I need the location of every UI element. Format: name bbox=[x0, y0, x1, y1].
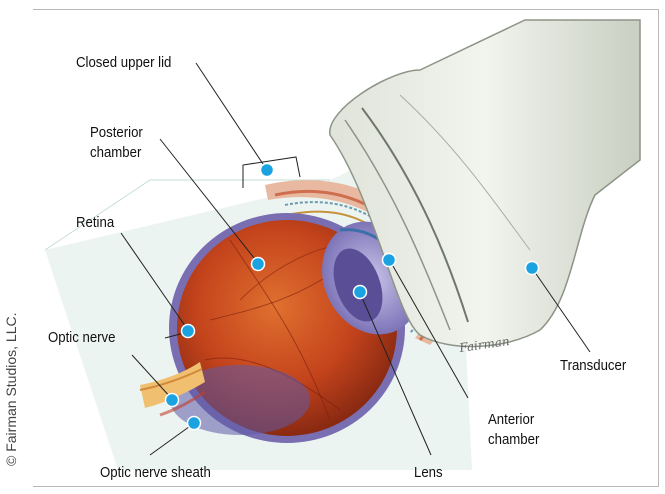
label-anterior-chamber-line2: chamber bbox=[488, 430, 539, 449]
marker-closed-upper-lid bbox=[261, 164, 274, 177]
label-posterior-chamber-line1: Posterior bbox=[90, 123, 143, 142]
marker-optic-nerve bbox=[166, 394, 179, 407]
marker-lens bbox=[354, 286, 367, 299]
marker-retina bbox=[182, 325, 195, 338]
marker-anterior-chamber bbox=[383, 254, 396, 267]
label-optic-nerve-sheath: Optic nerve sheath bbox=[100, 463, 211, 482]
marker-transducer bbox=[526, 262, 539, 275]
label-posterior-chamber-line2: chamber bbox=[90, 143, 141, 162]
label-closed-upper-lid: Closed upper lid bbox=[76, 53, 171, 72]
label-anterior-chamber-line1: Anterior bbox=[488, 410, 534, 429]
label-transducer: Transducer bbox=[560, 356, 626, 375]
label-optic-nerve: Optic nerve bbox=[48, 328, 115, 347]
marker-optic-nerve-sheath bbox=[188, 417, 201, 430]
label-retina: Retina bbox=[76, 213, 114, 232]
label-lens: Lens bbox=[414, 463, 443, 482]
marker-posterior-chamber bbox=[252, 258, 265, 271]
leader-closed-upper-lid bbox=[196, 63, 267, 170]
copyright-credit: © Fairman Studios, LLC. bbox=[0, 296, 22, 466]
